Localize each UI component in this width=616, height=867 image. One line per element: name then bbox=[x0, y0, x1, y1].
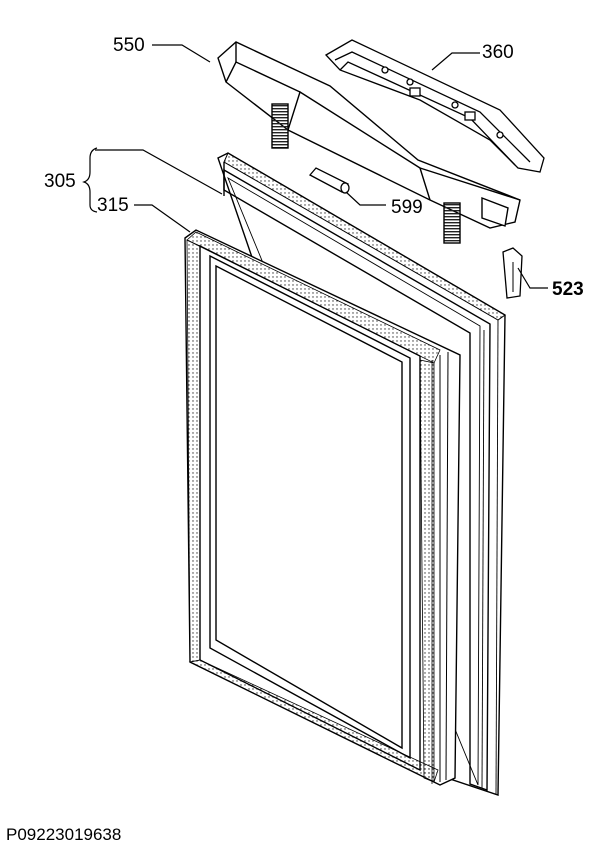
leader-360 bbox=[431, 52, 480, 71]
pin-599 bbox=[308, 167, 350, 194]
part-label-523: 523 bbox=[552, 279, 584, 300]
part-label-360: 360 bbox=[482, 42, 514, 63]
leader-315 bbox=[134, 204, 191, 233]
clip-523 bbox=[502, 247, 523, 299]
part-label-599: 599 bbox=[391, 197, 423, 218]
part-label-315: 315 bbox=[97, 195, 129, 216]
door-gasket bbox=[184, 229, 461, 786]
leader-lines bbox=[82, 44, 548, 289]
leader-599 bbox=[345, 191, 386, 206]
part-label-305: 305 bbox=[44, 171, 76, 192]
leader-550 bbox=[152, 44, 211, 63]
leader-523 bbox=[517, 267, 548, 289]
part-label-550: 550 bbox=[113, 35, 145, 56]
leader-305 bbox=[95, 149, 223, 195]
brace-305 bbox=[82, 147, 98, 213]
drawing-code: P09223019638 bbox=[6, 825, 122, 844]
hinge-bar bbox=[217, 41, 521, 244]
hinge-bracket bbox=[324, 39, 545, 173]
